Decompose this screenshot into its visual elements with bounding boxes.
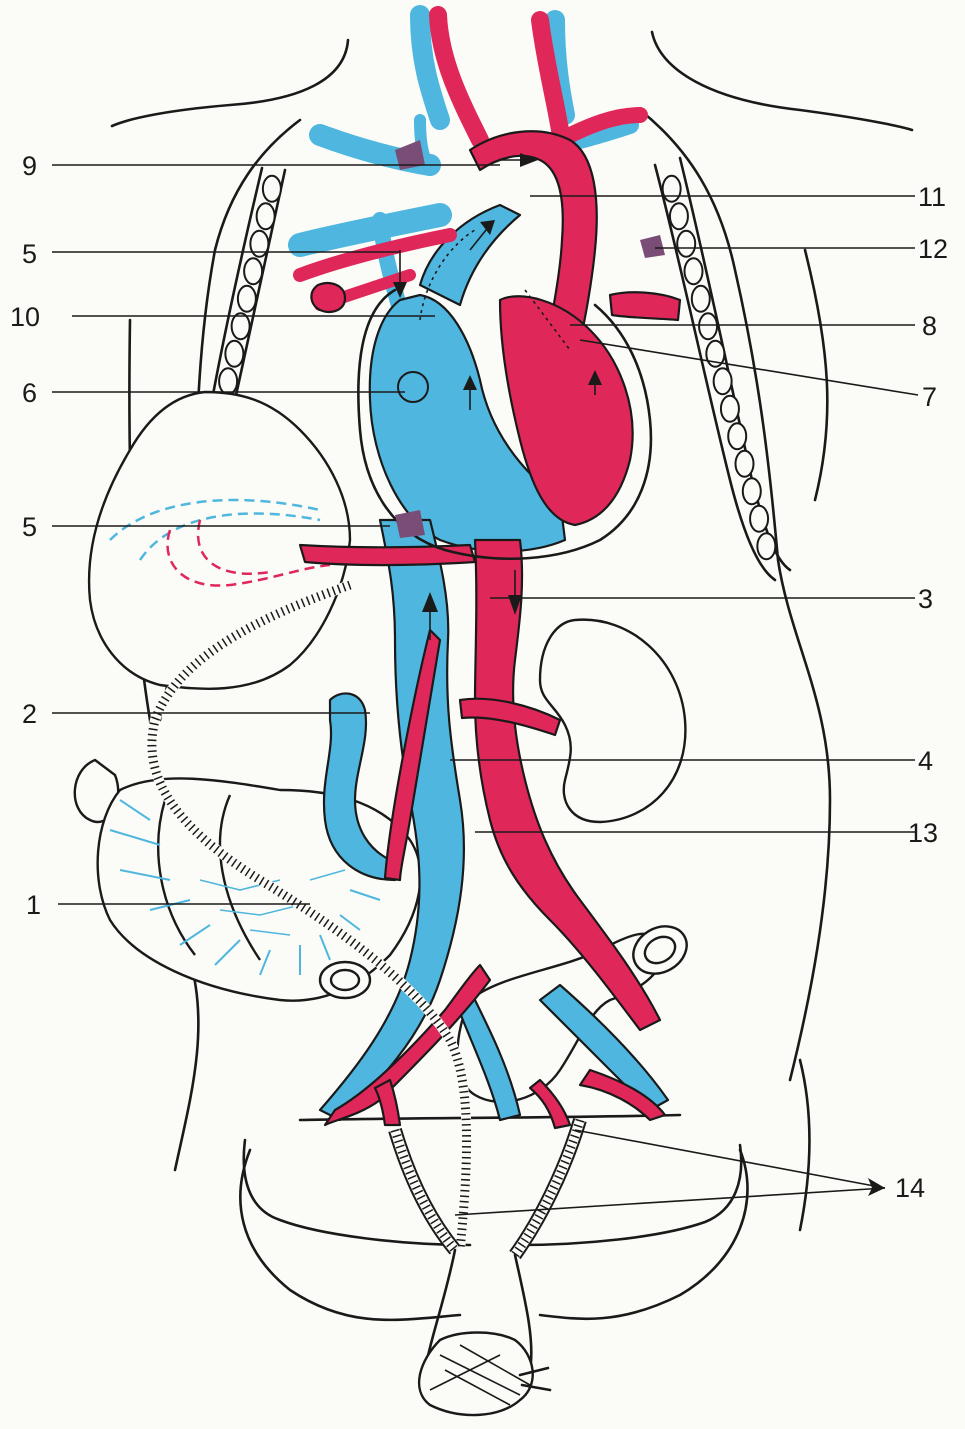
rib-link bbox=[263, 176, 281, 202]
rib-link bbox=[692, 286, 710, 312]
label-13: 13 bbox=[908, 818, 938, 848]
rib-link bbox=[670, 203, 688, 229]
rib-link bbox=[257, 203, 275, 229]
kidney bbox=[540, 620, 685, 822]
label-8: 8 bbox=[922, 311, 937, 341]
rib-link bbox=[757, 533, 775, 559]
label-9: 9 bbox=[22, 151, 37, 181]
lung-root-left bbox=[610, 292, 680, 320]
label-6: 6 bbox=[22, 378, 37, 408]
pelvic-branch-left bbox=[530, 1080, 570, 1128]
label-5-upper: 5 bbox=[22, 239, 37, 269]
label-1: 1 bbox=[26, 890, 41, 920]
rib-link bbox=[225, 341, 243, 367]
rib-link bbox=[663, 176, 681, 202]
foramen-ovale bbox=[398, 372, 428, 402]
rib-link bbox=[250, 231, 268, 257]
lung-root-right bbox=[311, 283, 345, 312]
rib-link bbox=[219, 368, 237, 394]
rib-link bbox=[699, 313, 717, 339]
label-2: 2 bbox=[22, 699, 37, 729]
rib-link bbox=[685, 258, 703, 284]
label-11: 11 bbox=[918, 182, 946, 212]
rib-link bbox=[743, 478, 761, 504]
label-5-lower: 5 bbox=[22, 512, 37, 542]
label-4: 4 bbox=[918, 746, 933, 776]
label-10: 10 bbox=[10, 302, 40, 332]
label-12: 12 bbox=[918, 234, 948, 264]
rib-link bbox=[736, 451, 754, 477]
rib-link bbox=[721, 396, 739, 422]
rib-link bbox=[714, 368, 732, 394]
rib-link bbox=[232, 313, 250, 339]
label-7: 7 bbox=[922, 382, 937, 412]
rib-link bbox=[750, 506, 768, 532]
rib-link bbox=[677, 231, 695, 257]
rib-link bbox=[244, 258, 262, 284]
label-3: 3 bbox=[918, 584, 933, 614]
rib-link bbox=[728, 423, 746, 449]
rib-link bbox=[238, 286, 256, 312]
label-14: 14 bbox=[895, 1173, 925, 1203]
umbilical-vein bbox=[300, 545, 475, 565]
